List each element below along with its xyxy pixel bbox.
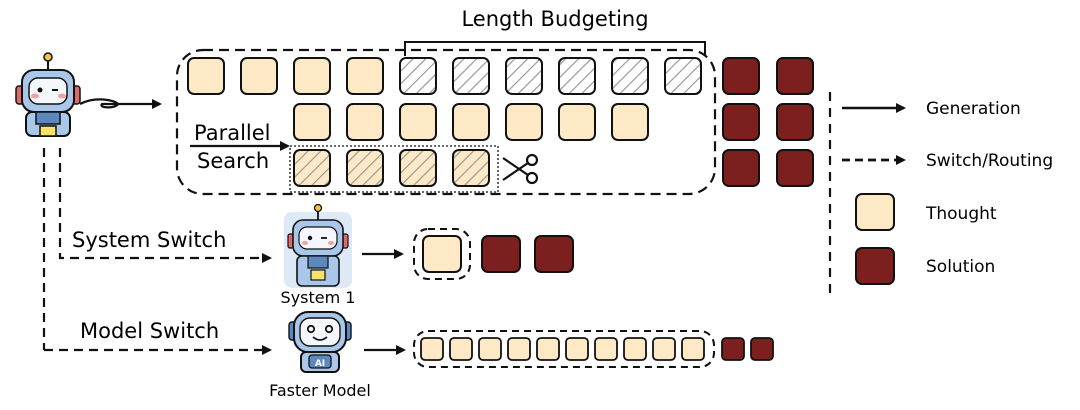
length-budgeting-bracket [404, 41, 706, 56]
thought-block [346, 103, 384, 141]
legend-switch-label: Switch/Routing [926, 151, 1053, 171]
pruned-thought-block [399, 149, 437, 187]
thought-block [507, 337, 531, 361]
budgeted-thought-block [611, 57, 649, 95]
system-switch-label: System Switch [72, 228, 226, 252]
system1-robot-icon [284, 203, 352, 288]
solution-block [722, 57, 760, 95]
pruned-thought-block [346, 149, 384, 187]
ai-badge-text: AI [315, 359, 325, 369]
faster-model-thought-container [413, 330, 715, 368]
parallel-label: Parallel [194, 121, 271, 145]
budgeted-thought-block [452, 57, 490, 95]
system1-thought-container [413, 228, 471, 280]
budgeted-thought-block [664, 57, 702, 95]
solution-block [750, 337, 774, 361]
thought-block [399, 103, 437, 141]
solution-blocks [722, 57, 814, 187]
budgeted-thought-block [558, 57, 596, 95]
scissors-icon [502, 153, 539, 185]
length-budgeting-label: Length Budgeting [461, 7, 648, 31]
thought-block [681, 337, 705, 361]
legend-solution-label: Solution [926, 257, 995, 277]
thought-block [478, 337, 502, 361]
search-label: Search [197, 149, 269, 173]
thought-block [346, 57, 384, 95]
thought-block [611, 103, 649, 141]
row1-thoughts [187, 57, 702, 95]
thinking-container [175, 48, 717, 196]
legend-thought-swatch [855, 193, 895, 231]
faster-model-robot-icon: AI [288, 311, 352, 373]
thought-block [565, 337, 589, 361]
generation-arrow-main [79, 98, 162, 109]
thought-block [536, 337, 560, 361]
faster-model-thoughts [420, 337, 705, 361]
thought-block [652, 337, 676, 361]
row2-thoughts [293, 103, 649, 141]
thought-block [452, 103, 490, 141]
routing-lines [42, 148, 272, 355]
legend-thought-label: Thought [925, 204, 997, 224]
pruned-thought-block [452, 149, 490, 187]
thought-block [187, 57, 225, 95]
thought-block [449, 337, 473, 361]
legend-solution-swatch [855, 247, 895, 285]
solution-block [481, 235, 521, 273]
model-switch-label: Model Switch [80, 319, 219, 343]
faster-model-label: Faster Model [269, 381, 371, 400]
solution-block [776, 103, 814, 141]
thought-block [558, 103, 596, 141]
budgeted-thought-block [505, 57, 543, 95]
thought-block [293, 103, 331, 141]
pruned-branch-box [289, 145, 499, 193]
row3-pruned-thoughts [293, 149, 490, 187]
solution-block [534, 235, 574, 273]
main-robot-icon [15, 52, 81, 137]
thought-block [420, 337, 444, 361]
solution-block [776, 57, 814, 95]
budgeted-thought-block [399, 57, 437, 95]
solution-block [776, 149, 814, 187]
system1-label: System 1 [281, 288, 356, 307]
solution-block [721, 337, 745, 361]
thought-block [240, 57, 278, 95]
thought-block [594, 337, 618, 361]
thought-block [422, 235, 462, 273]
legend-generation-label: Generation [926, 99, 1021, 119]
solution-block [722, 149, 760, 187]
thought-block [505, 103, 543, 141]
solution-block [722, 103, 760, 141]
thought-block [293, 57, 331, 95]
pruned-thought-block [293, 149, 331, 187]
thought-block [623, 337, 647, 361]
